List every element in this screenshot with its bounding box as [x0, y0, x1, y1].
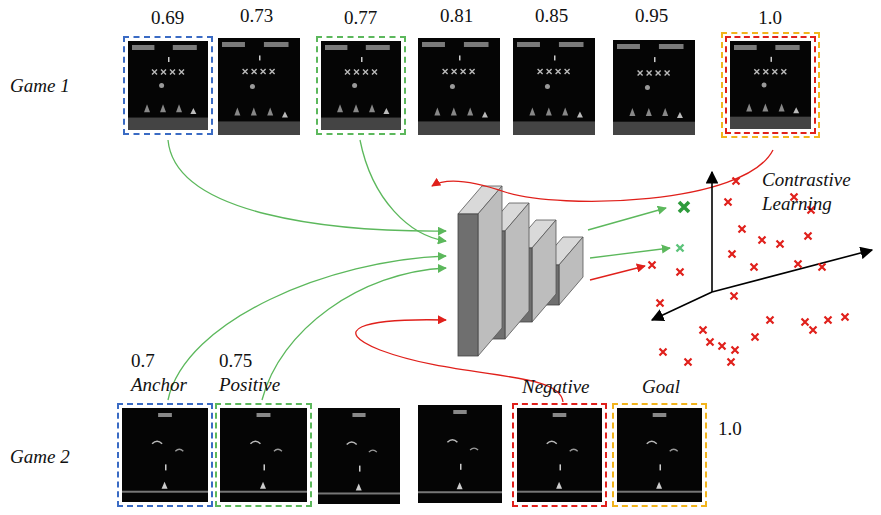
point	[677, 269, 684, 276]
arrow	[590, 248, 670, 258]
score-value: 0.69	[151, 8, 184, 27]
frame-box: 0.77	[316, 36, 406, 135]
role-label: Anchor	[131, 375, 187, 394]
point	[677, 245, 684, 252]
point	[802, 319, 809, 326]
arrow	[168, 140, 446, 231]
layer-front	[458, 214, 478, 356]
point	[810, 327, 817, 334]
frame-box: 0.85	[513, 38, 595, 135]
point	[685, 359, 692, 366]
point	[842, 314, 849, 321]
game-frame	[318, 408, 400, 504]
score-value: 0.95	[635, 6, 668, 25]
point	[777, 241, 784, 248]
score-value: 0.77	[344, 8, 377, 27]
game-frame	[321, 41, 401, 130]
game-frame	[730, 41, 811, 129]
inner-dash	[725, 36, 816, 134]
game-frame	[418, 38, 500, 135]
frame-box: 0.7Anchor	[117, 403, 213, 507]
point	[728, 359, 735, 366]
point	[759, 237, 766, 244]
arrow	[590, 266, 645, 280]
arrow	[588, 208, 666, 230]
game-frame	[122, 408, 208, 502]
point	[725, 199, 732, 206]
point	[649, 262, 656, 269]
point	[700, 327, 707, 334]
arrow	[262, 268, 446, 400]
layer-side	[559, 237, 583, 305]
point	[795, 261, 802, 268]
role-label: Negative	[522, 377, 590, 396]
game-frame	[220, 408, 307, 502]
game-frame	[128, 41, 208, 130]
point	[729, 251, 736, 258]
game-frame	[613, 40, 695, 135]
layer-side	[505, 203, 529, 339]
point	[707, 339, 714, 346]
game-frame	[517, 408, 602, 502]
role-label: Positive	[219, 375, 280, 394]
game-frame	[617, 408, 702, 502]
point	[679, 202, 689, 212]
point	[719, 343, 726, 350]
layer-side	[478, 186, 502, 356]
score-value: 0.73	[240, 6, 273, 25]
score-value: 1.0	[718, 419, 742, 438]
frame-box: Goal1.0	[612, 403, 707, 507]
point	[739, 226, 746, 233]
score-value: 1.0	[758, 8, 782, 27]
score-value: 0.75	[219, 351, 252, 370]
point	[752, 334, 759, 341]
row-label: Game 2	[10, 445, 70, 469]
point	[805, 233, 812, 240]
point	[660, 349, 667, 356]
frame-box: 0.69	[123, 36, 213, 135]
network-stack	[458, 186, 583, 356]
game-frame	[418, 405, 502, 503]
frame-box: 0.81	[418, 38, 500, 135]
point	[825, 317, 832, 324]
point	[732, 347, 739, 354]
frame-box: 1.0	[721, 32, 820, 138]
arrow	[432, 150, 773, 201]
point	[819, 264, 826, 271]
point	[767, 317, 774, 324]
input-arrows	[168, 140, 773, 402]
score-value: 0.85	[535, 6, 568, 25]
point	[731, 293, 738, 300]
frame-box: 0.73	[218, 38, 300, 135]
arrow	[168, 256, 446, 400]
point	[657, 300, 664, 307]
point	[751, 264, 758, 271]
role-label: Goal	[642, 377, 680, 396]
method-label: Contrastive Learning	[762, 168, 858, 216]
score-value: 0.81	[440, 6, 473, 25]
frame-box: 0.75Positive	[215, 403, 312, 507]
point	[733, 178, 740, 185]
game-frame	[218, 38, 300, 135]
score-value: 0.7	[131, 351, 155, 370]
arrow	[360, 140, 446, 241]
game-frame	[513, 38, 595, 135]
layer-side	[532, 220, 556, 322]
frame-box: 0.95	[613, 40, 695, 135]
row-label: Game 1	[10, 74, 70, 98]
frame-box: Negative	[512, 403, 607, 507]
